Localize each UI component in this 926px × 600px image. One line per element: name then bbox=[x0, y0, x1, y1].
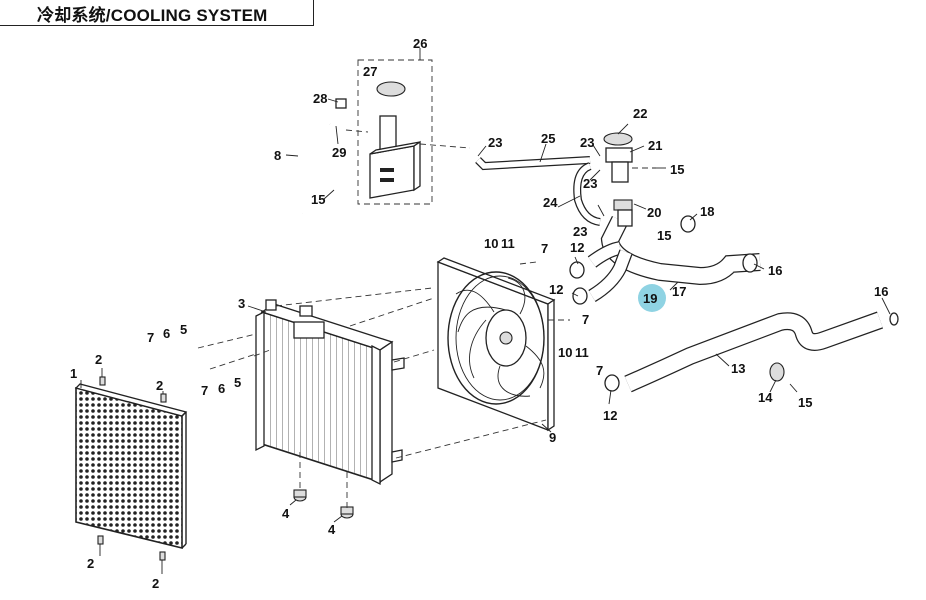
callout-9: 9 bbox=[549, 430, 556, 445]
callout-23: 23 bbox=[580, 135, 594, 150]
callout-1: 1 bbox=[70, 366, 77, 381]
expansion-tank-part bbox=[335, 59, 433, 205]
callout-13: 13 bbox=[731, 361, 745, 376]
callout-21: 21 bbox=[648, 138, 662, 153]
callout-7: 7 bbox=[541, 241, 548, 256]
callout-24: 24 bbox=[543, 195, 558, 210]
callout-15: 15 bbox=[311, 192, 325, 207]
callout-2: 2 bbox=[156, 378, 163, 393]
callout-labels: 1 2 2 2 2 3 4 4 5 5 6 6 7 7 7 7 7 8 9 10… bbox=[70, 36, 888, 591]
callout-10: 10 bbox=[484, 236, 498, 251]
callout-18: 18 bbox=[700, 204, 714, 219]
callout-12: 12 bbox=[549, 282, 563, 297]
callout-20: 20 bbox=[647, 205, 661, 220]
callout-8: 8 bbox=[274, 148, 281, 163]
hose-13-part bbox=[624, 311, 884, 393]
screw-parts bbox=[97, 376, 167, 561]
callout-16: 16 bbox=[768, 263, 782, 278]
callout-4: 4 bbox=[282, 506, 290, 521]
callout-10: 10 bbox=[558, 345, 572, 360]
callout-14: 14 bbox=[758, 390, 773, 405]
callout-28: 28 bbox=[313, 91, 327, 106]
leader-lines bbox=[80, 48, 891, 574]
diagram-title: 冷却系统/COOLING SYSTEM bbox=[37, 6, 268, 25]
callout-25: 25 bbox=[541, 131, 555, 146]
callout-29: 29 bbox=[332, 145, 346, 160]
callout-16: 16 bbox=[874, 284, 888, 299]
radiator-guard-part bbox=[74, 383, 188, 550]
callout-12: 12 bbox=[570, 240, 584, 255]
callout-23: 23 bbox=[583, 176, 597, 191]
rubber-mount-parts bbox=[293, 489, 354, 519]
callout-7: 7 bbox=[147, 330, 154, 345]
hose-25-part bbox=[475, 156, 591, 171]
title-box: 冷却系统/COOLING SYSTEM bbox=[0, 0, 314, 26]
callout-2: 2 bbox=[95, 352, 102, 367]
callout-4: 4 bbox=[328, 522, 336, 537]
overflow-tube-part bbox=[296, 118, 331, 215]
callout-23: 23 bbox=[573, 224, 587, 239]
callout-15: 15 bbox=[670, 162, 684, 177]
assembly-lines bbox=[197, 129, 656, 508]
callout-15: 15 bbox=[657, 228, 671, 243]
hose-24-part bbox=[573, 162, 601, 226]
callout-17: 17 bbox=[672, 284, 686, 299]
callout-7: 7 bbox=[596, 363, 603, 378]
radiator-part bbox=[255, 299, 405, 486]
callout-6: 6 bbox=[163, 326, 170, 341]
callout-7: 7 bbox=[201, 383, 208, 398]
callout-6: 6 bbox=[218, 381, 225, 396]
hose-19-part bbox=[587, 241, 633, 303]
callout-23: 23 bbox=[488, 135, 502, 150]
callout-3: 3 bbox=[238, 296, 245, 311]
callout-2: 2 bbox=[152, 576, 159, 591]
callout-11: 11 bbox=[575, 345, 589, 360]
callout-22: 22 bbox=[633, 106, 647, 121]
thermostat-housing-part bbox=[603, 132, 633, 227]
callout-5: 5 bbox=[234, 375, 241, 390]
highlight-marker bbox=[638, 284, 666, 312]
callout-2: 2 bbox=[87, 556, 94, 571]
callout-12: 12 bbox=[603, 408, 617, 423]
callout-15: 15 bbox=[798, 395, 812, 410]
callout-27: 27 bbox=[363, 64, 377, 79]
clamp-parts bbox=[569, 215, 899, 392]
callout-5: 5 bbox=[180, 322, 187, 337]
callout-11: 11 bbox=[501, 236, 515, 251]
callout-26: 26 bbox=[413, 36, 427, 51]
fan-assembly-part bbox=[436, 257, 556, 432]
callout-7: 7 bbox=[582, 312, 589, 327]
callout-19: 19 bbox=[643, 291, 657, 306]
